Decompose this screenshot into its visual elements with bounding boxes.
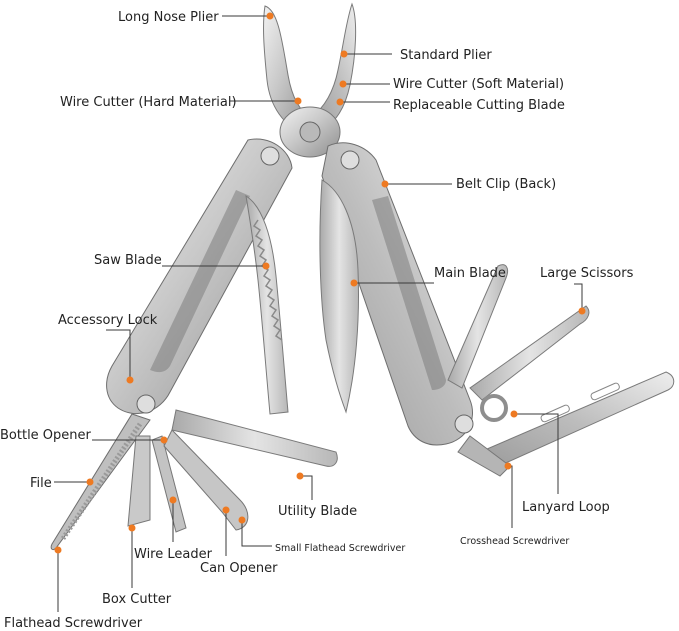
leader-small-flathead — [241, 520, 272, 547]
marker-crosshead — [504, 462, 512, 470]
lanyard-ring — [480, 394, 508, 422]
wire-leader-shape — [151, 435, 187, 533]
label-long-nose-plier: Long Nose Plier — [118, 10, 219, 25]
scissors-blade-upper — [447, 264, 509, 389]
label-flathead: Flathead Screwdriver — [4, 616, 143, 631]
marker-wire-cutter-hard — [294, 97, 302, 105]
marker-saw-blade — [262, 262, 270, 270]
scissors-blade-lower — [469, 305, 590, 401]
label-accessory-lock: Accessory Lock — [58, 313, 158, 328]
marker-wire-leader — [169, 496, 177, 504]
right-handle-rivet-top — [340, 150, 360, 170]
leader-lines — [54, 15, 583, 612]
marker-long-nose-plier — [266, 12, 274, 20]
can-opener-shape — [163, 429, 249, 531]
marker-large-scissors — [578, 307, 586, 315]
leader-accessory-lock — [106, 329, 131, 380]
marker-wire-cutter-soft — [339, 80, 347, 88]
labels: Long Nose Plier Standard Plier Wire Cutt… — [0, 10, 634, 631]
label-box-cutter: Box Cutter — [102, 592, 172, 607]
label-large-scissors: Large Scissors — [540, 266, 634, 281]
box-cutter-shape — [127, 435, 151, 527]
label-utility-blade: Utility Blade — [278, 504, 357, 519]
marker-belt-clip — [381, 180, 389, 188]
right-handle-rivet-bottom — [454, 414, 474, 434]
crosshead-arm — [479, 371, 675, 471]
marker-main-blade — [350, 279, 358, 287]
left-handle-rivet-top — [260, 146, 280, 166]
label-saw-blade: Saw Blade — [94, 253, 162, 268]
marker-can-opener — [222, 506, 230, 514]
marker-lanyard-loop — [510, 410, 518, 418]
saw-teeth — [252, 219, 283, 341]
marker-utility-blade — [296, 472, 304, 480]
marker-small-flathead — [238, 516, 246, 524]
marker-standard-plier — [340, 50, 348, 58]
label-main-blade: Main Blade — [434, 266, 506, 281]
marker-box-cutter — [128, 524, 136, 532]
label-wire-cutter-soft: Wire Cutter (Soft Material) — [393, 77, 564, 92]
leader-crosshead — [508, 465, 513, 528]
crosshead-tip — [457, 435, 511, 477]
utility-blade-shape — [171, 409, 338, 467]
marker-flathead — [54, 546, 62, 554]
right-handle-cutout — [372, 196, 446, 390]
label-can-opener: Can Opener — [200, 561, 278, 576]
crosshead-slot-2 — [540, 404, 570, 423]
marker-file — [86, 478, 94, 486]
saw-blade-shape — [245, 194, 289, 415]
marker-dots — [54, 12, 586, 554]
label-wire-cutter-hard: Wire Cutter (Hard Material) — [60, 95, 237, 110]
label-bottle-opener: Bottle Opener — [0, 428, 92, 443]
crosshead-slot-1 — [590, 382, 620, 401]
leader-large-scissors — [574, 283, 583, 311]
label-file: File — [30, 476, 52, 491]
file-texture — [59, 422, 143, 542]
marker-accessory-lock — [126, 376, 134, 384]
left-handle-rivet-bottom — [136, 394, 156, 414]
label-small-flathead: Small Flathead Screwdriver — [275, 543, 405, 554]
marker-bottle-opener — [160, 436, 168, 444]
label-standard-plier: Standard Plier — [400, 48, 492, 63]
multitool-illustration — [50, 2, 675, 551]
leader-lanyard-loop — [514, 413, 559, 494]
label-lanyard-loop: Lanyard Loop — [522, 500, 610, 515]
left-handle-cutout — [150, 190, 250, 373]
label-wire-leader: Wire Leader — [134, 547, 213, 562]
label-belt-clip: Belt Clip (Back) — [456, 177, 556, 192]
plier-pivot-screw — [299, 121, 321, 143]
label-crosshead: Crosshead Screwdriver — [460, 536, 569, 547]
marker-replaceable-blade — [336, 98, 344, 106]
label-replaceable-blade: Replaceable Cutting Blade — [393, 98, 565, 113]
main-blade-shape — [319, 179, 359, 414]
leader-utility-blade — [300, 475, 313, 500]
